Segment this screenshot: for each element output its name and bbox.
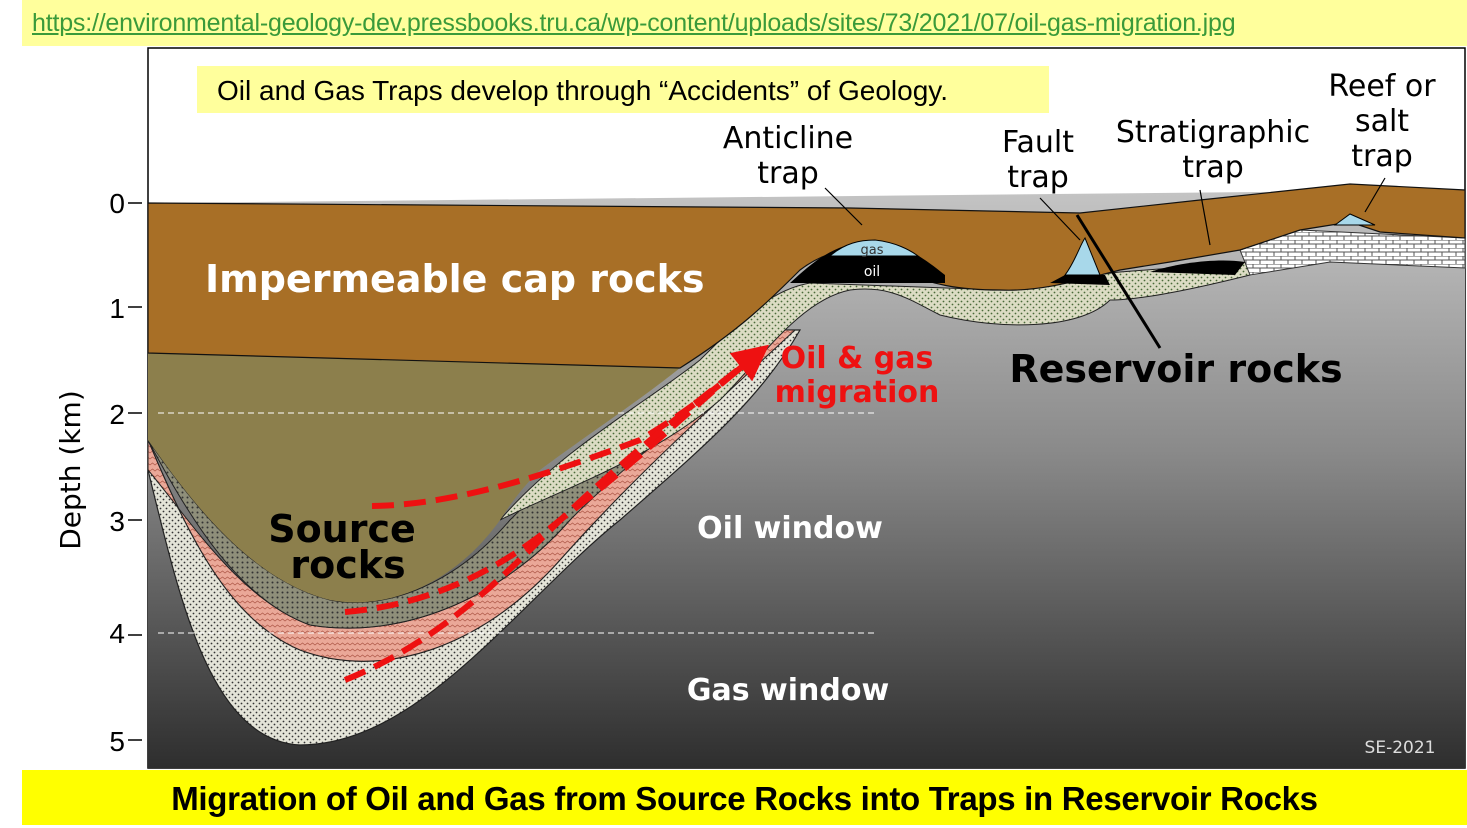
stratigraphic-trap-oil [1150,260,1245,275]
reef-trap-label: trap [1351,139,1413,174]
axis-ticks [128,202,142,741]
fault-line [1075,214,1162,349]
fault-trap-label: Fault [1002,125,1074,160]
gas-window-label: Gas window [687,673,889,708]
source-rocks-label: rocks [290,543,405,587]
reef-trap-gas [1333,213,1376,226]
reef-leader [1364,177,1386,213]
migration-label: migration [775,375,940,410]
anticline-trap-label: Anticline [723,121,853,156]
reservoir-rock-layer [499,261,1251,521]
headline-box [197,66,1049,113]
source-url-link[interactable]: https://environmental-geology-dev.pressb… [32,9,1236,37]
reef-trap-label: salt [1355,104,1409,139]
oil-label: oil [864,264,880,280]
fault-trap-label: trap [1007,160,1069,195]
oil-window-label: Oil window [697,511,883,546]
source-rocks-label: Source [268,507,416,551]
source-url-bar: https://environmental-geology-dev.pressb… [22,0,1467,46]
fault-trap-oil [1050,275,1110,285]
headline-text: Oil and Gas Traps develop through “Accid… [217,75,948,106]
tick-label: 4 [109,618,125,649]
migration-arrow [371,357,752,509]
anticline-trap-label: trap [757,156,819,191]
tick-label: 3 [109,506,125,537]
credit-label: SE-2021 [1365,738,1436,758]
fault-leader [1039,197,1081,241]
reservoir-rocks-label: Reservoir rocks [1009,347,1342,391]
migration-arrows [343,344,770,683]
migration-label: Oil & gas [781,341,934,376]
reef-trap-label: Reef or [1328,69,1436,104]
gas-label: gas [861,243,884,258]
stratigraphic-trap-label: trap [1182,150,1244,185]
axis-label: Depth (km) [54,390,87,550]
anticline-leader [824,187,863,226]
tick-label: 2 [109,399,125,430]
migration-arrow [343,344,770,683]
anticline-gas [828,239,920,257]
stratigraphic-trap-label: Stratigraphic [1116,115,1310,150]
depth-axis: 0 1 2 3 4 5 [109,188,125,757]
tick-label: 0 [109,188,125,219]
tick-label: 5 [109,726,125,757]
strat-leader [1199,189,1211,246]
tick-label: 1 [109,293,125,324]
caption-banner: Migration of Oil and Gas from Source Roc… [22,770,1467,825]
basin-fill-layer [148,353,680,603]
fault-trap-gas [1063,236,1101,276]
cap-rocks-label: Impermeable cap rocks [205,257,705,301]
